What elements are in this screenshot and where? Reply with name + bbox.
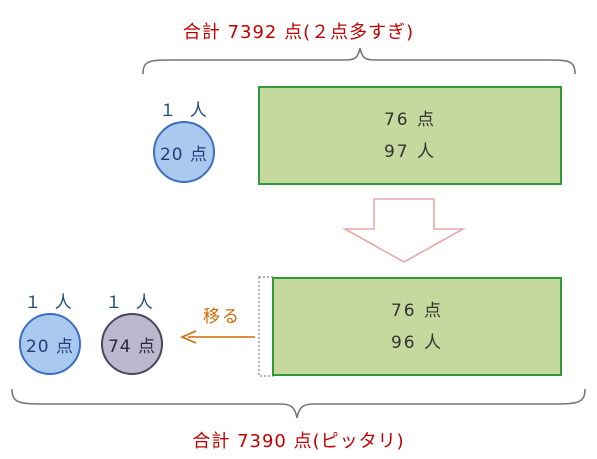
after-group-people-label: 96 人 <box>390 332 444 353</box>
top-total-label: 合計 7392 点(２点多すぎ) <box>182 22 415 43</box>
before-group-score-label: 76 点 <box>383 109 437 130</box>
after-person-b-score-label: 74 点 <box>107 336 157 357</box>
after-group-box: 76 点 96 人 <box>272 277 562 376</box>
after-person-b-count-label: １ 人 <box>105 293 157 313</box>
bottom-brace <box>11 388 586 419</box>
move-arrow-head-icon <box>179 330 197 344</box>
top-brace <box>142 47 576 75</box>
before-group-box: 76 点 97 人 <box>258 86 562 185</box>
after-group-score-label: 76 点 <box>390 300 444 321</box>
bottom-total-label: 合計 7390 点(ピッタリ) <box>192 431 405 452</box>
before-group-people-label: 97 人 <box>383 141 437 162</box>
before-single-score-circle: 20 点 <box>153 121 215 183</box>
before-single-score-label: 20 点 <box>159 144 209 165</box>
after-person-a-score-circle: 20 点 <box>19 313 81 375</box>
moved-slot-outline <box>258 276 274 377</box>
before-single-count-label: １ 人 <box>159 101 211 121</box>
down-arrow-icon <box>341 198 467 263</box>
after-person-a-count-label: １ 人 <box>24 293 76 313</box>
after-person-a-score-label: 20 点 <box>25 336 75 357</box>
after-person-b-score-circle: 74 点 <box>101 313 163 375</box>
move-label: 移る <box>203 307 241 327</box>
